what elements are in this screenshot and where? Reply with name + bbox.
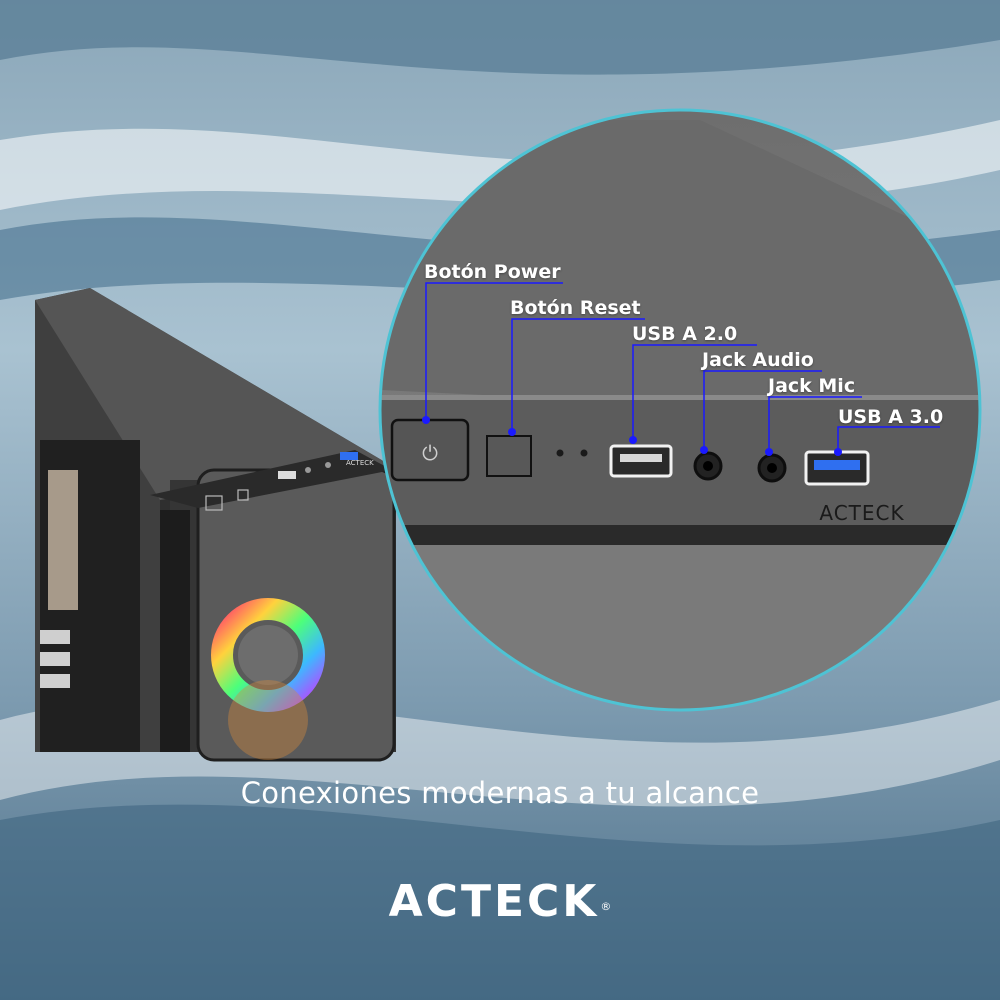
- brand-logo: ACTECK: [388, 876, 600, 927]
- case-logo: ACTECK: [346, 459, 374, 467]
- led-indicator: [556, 449, 564, 457]
- callout-mic: Jack Mic: [768, 375, 856, 397]
- brand-logo-block: ACTECK®: [0, 876, 1000, 927]
- callout-usb2: USB A 2.0: [632, 323, 738, 345]
- callout-lines: [425, 282, 940, 452]
- registered-mark: ®: [600, 899, 612, 913]
- led-indicator: [580, 449, 588, 457]
- callout-usb3: USB A 3.0: [838, 406, 944, 428]
- callout-power: Botón Power: [424, 261, 561, 283]
- callout-reset: Botón Reset: [510, 297, 641, 319]
- callout-audio: Jack Audio: [702, 349, 814, 371]
- panel-logo: ACTECK: [819, 501, 904, 525]
- magnifier-lens: ⏻ ACTECK: [378, 108, 982, 712]
- pc-case: ACTECK: [35, 288, 396, 762]
- reset-button: [486, 435, 532, 477]
- tagline: Conexiones modernas a tu alcance: [240, 776, 760, 810]
- power-icon: ⏻: [422, 441, 438, 465]
